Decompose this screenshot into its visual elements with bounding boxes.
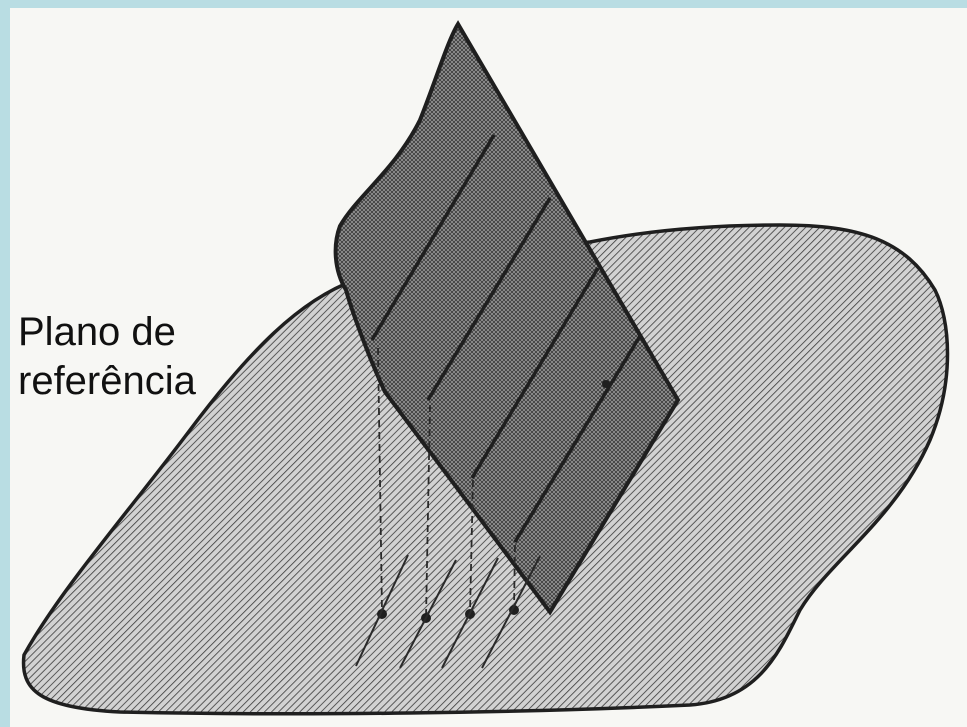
projection-lines bbox=[377, 347, 516, 619]
reference-lines bbox=[355, 554, 541, 669]
plane-strip-lines bbox=[370, 134, 642, 543]
inclined-plane bbox=[333, 20, 681, 616]
label-line-1: Plano de bbox=[18, 310, 176, 354]
label-line-2: referência bbox=[18, 359, 196, 403]
reference-plane-label: Plano de referência bbox=[18, 308, 196, 406]
